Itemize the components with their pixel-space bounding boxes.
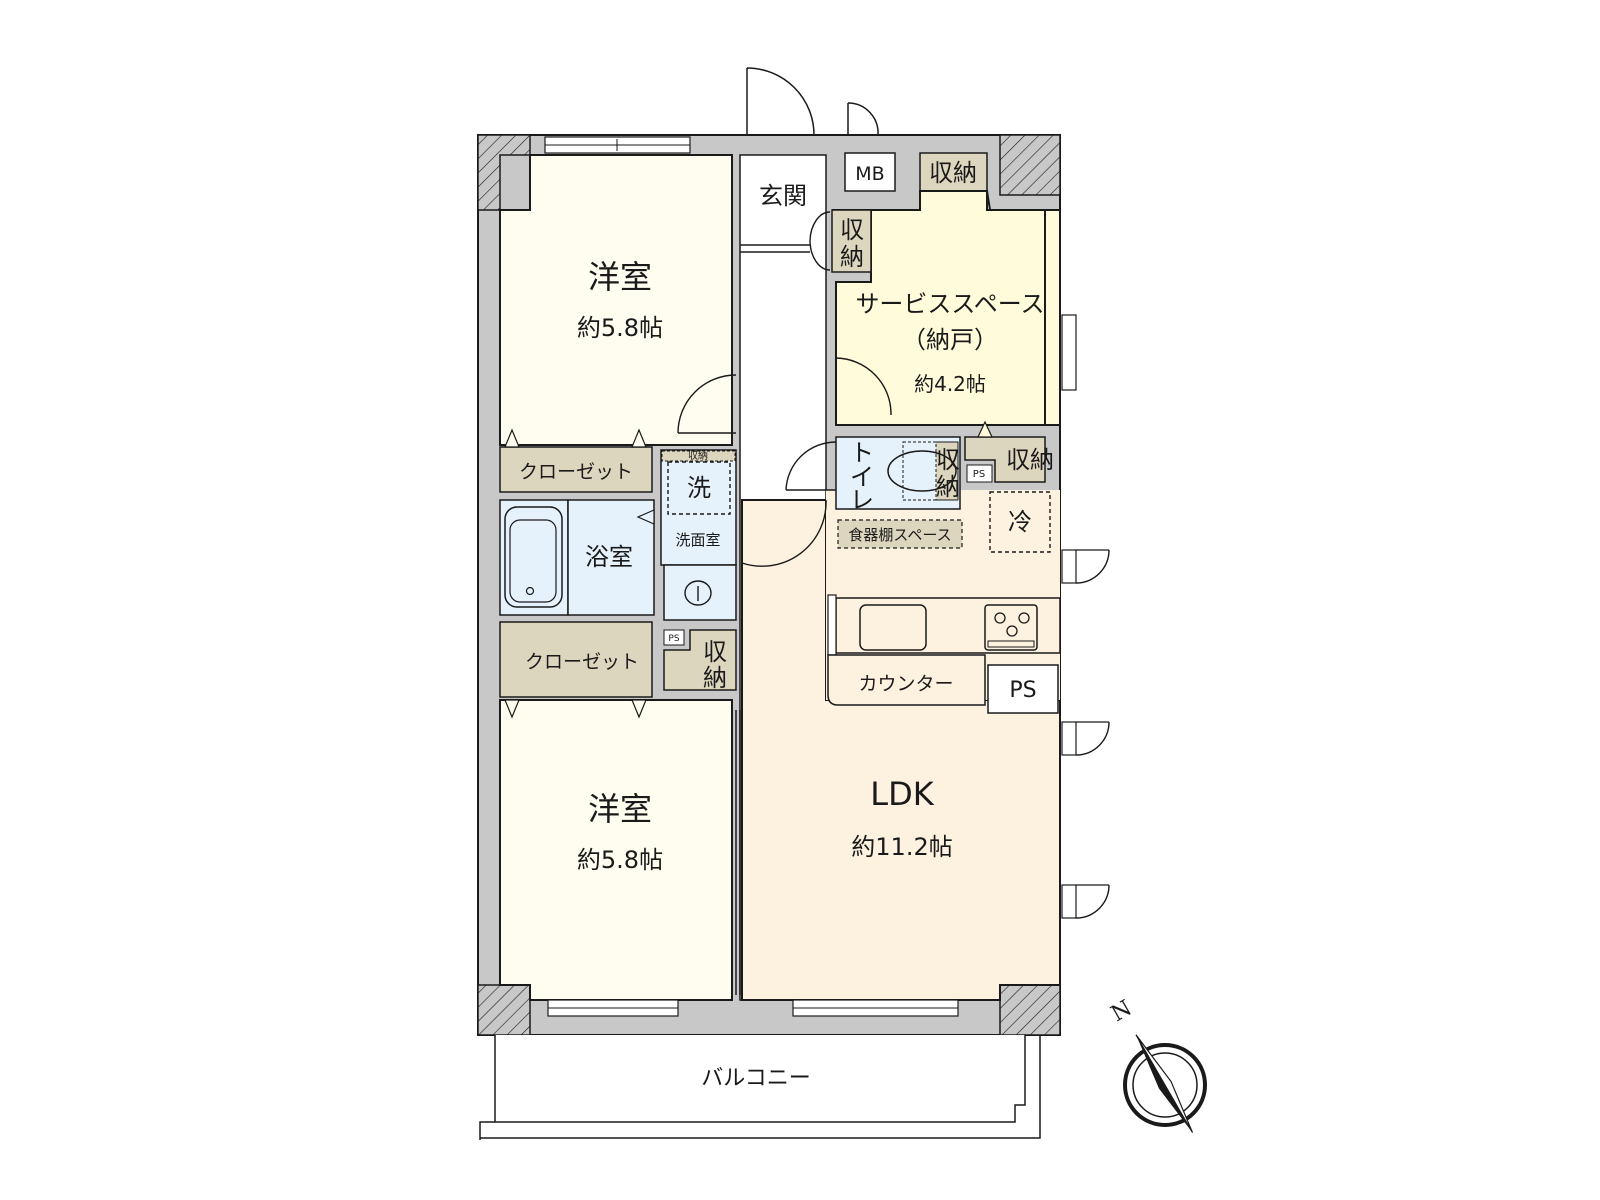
washroom-label: 洗面室 [675,531,720,549]
window-right-service [1061,314,1077,391]
closet-top [499,446,653,493]
storage-top-label: 収納 [929,159,977,187]
toilet-icon [887,450,957,492]
storage-entrance-label-1: 収 [840,216,864,244]
bathroom [567,499,655,616]
bathtub-icon [504,506,563,608]
western-room-top [499,154,733,446]
service-space-size: 約4.2帖 [914,372,986,396]
toilet-label-2: イ [850,463,874,491]
ldk-size: 約11.2帖 [851,833,952,861]
meter-box-label: MB [855,163,884,185]
ps-kitchen [987,664,1059,714]
closet-door-marker [504,428,520,448]
meter-box [844,152,896,192]
balcony-label: バルコニー [701,1066,811,1091]
western-room-top-label: 洋室 [588,258,652,296]
fridge-label: 冷 [1008,508,1032,536]
washer-label: 洗 [687,474,711,502]
ps-small-right-label: PS [973,469,985,480]
window-top-left [544,136,691,154]
closet-door-marker [631,699,647,719]
balcony [494,1035,1026,1123]
storage-top [919,152,988,192]
storage-hall-label-2: 納 [703,664,727,692]
service-space-label: サービススペース [855,290,1044,318]
western-room-top-door[interactable] [677,374,737,434]
sink-icon [859,604,927,651]
closet-bottom [499,621,653,698]
storage-kitchen [964,436,1046,483]
toilet-storage [935,441,959,501]
storage-kitchen-label: 収納 [1006,446,1054,474]
counter-label: カウンター [858,673,953,695]
western-room-top-size: 約5.8帖 [577,314,663,342]
storage-entrance [831,209,872,273]
storage-hall-label-1: 収 [703,638,727,666]
bath-door-marker [636,509,655,525]
service-space-door[interactable] [835,357,892,416]
western-room-bottom-size: 約5.8帖 [577,846,663,874]
compass-icon: N [1107,996,1207,1133]
kitchen-counter [835,597,1061,654]
front-door[interactable] [746,67,815,136]
mb-door[interactable] [847,102,879,136]
storage-hall [663,629,737,691]
right-side-door-2[interactable] [1061,721,1110,756]
right-side-door-1[interactable] [1061,549,1110,584]
toilet-storage-label-2: 納 [936,473,960,501]
western-room-bottom [499,699,733,1001]
storage-entrance-label-2: 納 [840,243,864,271]
fridge-space [989,491,1051,553]
service-space-sub: （納戸） [902,326,998,354]
ldk-entry-door[interactable] [741,499,827,567]
cupboard-space [837,519,963,549]
cupboard-space-label: 食器棚スペース [848,526,951,544]
washroom-upper [660,449,737,566]
toilet-label-1: ト [850,439,874,467]
ldk-label: LDK [870,775,934,813]
western-room-bottom-label: 洋室 [588,790,652,828]
ps-small-right [966,464,993,483]
washer-shelf-label: 収納 [688,449,708,462]
storage-entrance-doors[interactable] [809,211,831,271]
ps-small-left-label: PS [668,634,679,644]
closet-door-marker [504,699,520,719]
sliding-door[interactable] [735,710,741,995]
washbasin-area [663,564,737,621]
washbasin-icon [684,580,712,606]
closet-door-marker [631,428,647,448]
ps-small-left [663,629,685,646]
toilet-storage-label-1: 収 [936,446,960,474]
closet-bottom-label: クローゼット [525,651,639,673]
washer-space [667,461,731,515]
toilet-door[interactable] [785,441,837,491]
window-bottom-left [547,999,679,1017]
right-side-door-3[interactable] [1061,884,1110,919]
compass-north-label: N [1107,996,1136,1027]
storage-door-marker [977,420,993,438]
bathroom-label: 浴室 [585,543,633,571]
stove-icon [984,604,1038,651]
window-bottom-right [792,999,959,1017]
closet-top-label: クローゼット [519,461,633,483]
drain-icon [525,586,535,596]
counter [827,654,986,706]
ps-kitchen-label: PS [1009,678,1036,703]
toilet-label-3: レ [850,486,874,514]
entrance-label: 玄関 [759,182,807,210]
